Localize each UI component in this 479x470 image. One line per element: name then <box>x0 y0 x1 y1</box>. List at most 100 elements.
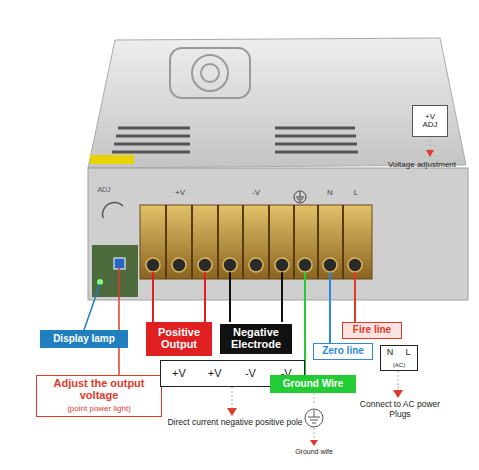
terminal-screw <box>172 258 186 272</box>
terminal-divider <box>165 205 167 279</box>
leader-line <box>229 272 231 322</box>
terminal-divider <box>342 205 344 279</box>
leader-line <box>329 272 331 343</box>
node-text: +V <box>197 368 233 380</box>
terminal-divider <box>217 205 219 279</box>
callout-box: Adjust the output voltage (point power li… <box>36 375 162 417</box>
node-text: Zero line <box>314 346 372 357</box>
callout-text: Direct current negative positive pole <box>160 418 310 428</box>
ground-symbol-line <box>308 417 320 418</box>
ground-symbol <box>305 409 323 427</box>
callout-text: Ground wife <box>284 448 344 456</box>
vent-slot <box>275 151 358 154</box>
terminal-label: L <box>346 188 366 197</box>
terminal-label: ADJ <box>92 186 116 194</box>
terminal-divider <box>191 205 193 279</box>
vent-slots <box>112 128 358 152</box>
node-text: (point power light) <box>37 405 161 413</box>
callout-box: Zero line <box>313 343 373 360</box>
leader-line <box>430 140 431 150</box>
leader-line <box>314 428 315 440</box>
callout-box: +V ADJ <box>412 105 448 137</box>
node-text: +V <box>161 368 197 380</box>
ground-symbol-ring <box>305 409 323 427</box>
node-text: Positive Output <box>147 327 211 350</box>
callout-text: Connect to AC power Plugs <box>350 400 450 420</box>
node-text: -V <box>233 368 269 380</box>
leader-line <box>232 387 233 408</box>
terminal-screw <box>275 258 289 272</box>
vent-slot <box>116 135 190 138</box>
terminal-label: -V <box>244 188 268 197</box>
leader-line <box>281 272 283 322</box>
terminal-screw <box>323 258 337 272</box>
terminal-divider <box>268 205 270 279</box>
node-text: +V ADJ <box>418 113 442 130</box>
vent-slot <box>114 143 190 146</box>
leader-line <box>204 272 206 322</box>
ground-symbol-ring <box>294 191 306 203</box>
terminal-ground-symbol <box>294 191 306 203</box>
terminal-screw <box>298 258 312 272</box>
case-front <box>88 168 468 300</box>
fan-grill <box>201 64 219 82</box>
vent-slot <box>112 151 190 154</box>
callout-text: Voltage adjustment <box>372 160 472 169</box>
terminal-divider <box>293 205 295 279</box>
case-top <box>88 38 466 168</box>
node-text: L <box>399 348 417 357</box>
node-text: Fire line <box>343 325 401 336</box>
adjust-potentiometer <box>114 258 125 269</box>
fan-grill <box>170 48 250 98</box>
ground-symbol-line <box>297 199 303 200</box>
terminal-block <box>140 205 372 279</box>
vent-slot <box>275 143 357 146</box>
leader-line <box>118 268 120 375</box>
ground-symbol-line <box>296 197 304 198</box>
ground-symbol-line <box>314 410 315 417</box>
leader-line <box>84 284 100 330</box>
node-text: Ground Wire <box>270 379 356 390</box>
terminal-screw <box>249 258 263 272</box>
terminal-screw <box>348 258 362 272</box>
terminal-screws <box>146 258 362 272</box>
callout-box: Ground Wire <box>270 375 356 393</box>
callout-box: Display lamp <box>40 330 128 348</box>
terminal-label: +V <box>168 188 192 197</box>
terminal-divider <box>242 205 244 279</box>
ground-symbol-line <box>312 423 316 424</box>
arrow-head <box>227 408 237 416</box>
leader-line <box>398 371 399 390</box>
callout-box: Negative Electrode <box>218 322 294 356</box>
ground-symbol-line <box>300 192 301 197</box>
arrow-head <box>393 390 403 398</box>
terminal-screw <box>223 258 237 272</box>
leader-line <box>354 272 356 322</box>
ground-symbol-line <box>310 420 318 421</box>
terminal-divider <box>317 205 319 279</box>
callout-box: Fire line <box>342 322 402 339</box>
terminal-dividers <box>166 205 343 279</box>
terminal-screw <box>146 258 160 272</box>
node-text: Adjust the output voltage <box>37 378 161 401</box>
node-text: Negative Electrode <box>220 327 292 350</box>
fan-grill <box>192 55 228 91</box>
node-text: (AC) <box>381 362 417 368</box>
leader-line <box>314 393 315 405</box>
arrow-head <box>426 150 434 157</box>
node-text: N <box>381 348 399 357</box>
terminal-box: NL (AC) <box>380 345 418 371</box>
terminal-label: N <box>320 188 340 197</box>
node-text: Display lamp <box>40 334 128 345</box>
vent-slot <box>275 127 355 130</box>
terminal-screw <box>198 258 212 272</box>
ground-symbol-line <box>299 201 302 202</box>
arrow-head <box>310 440 318 446</box>
sticker <box>90 155 134 164</box>
adjust-arc <box>102 202 123 218</box>
leader-line <box>152 272 154 322</box>
vent-slot <box>275 135 356 138</box>
vent-slot <box>118 127 190 130</box>
callout-box: Positive Output <box>146 322 212 356</box>
